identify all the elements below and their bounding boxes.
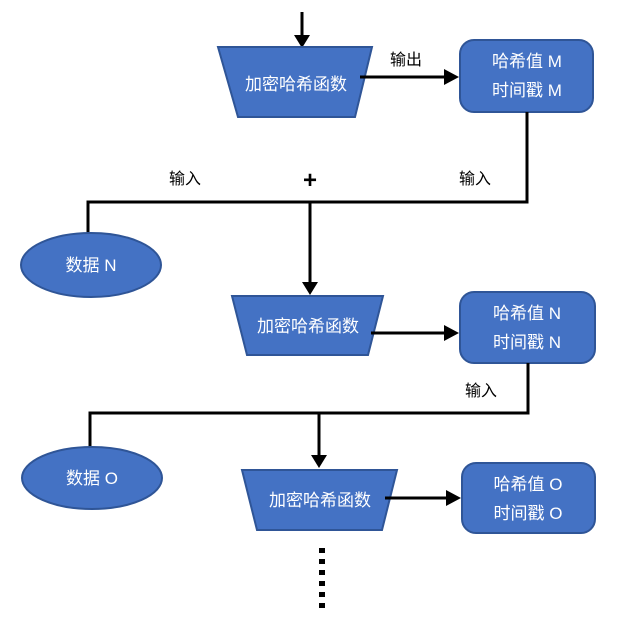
hash-value-m-box xyxy=(459,39,594,113)
hash-function-1-trapezoid xyxy=(216,46,374,118)
edge-label-input-n: 输入 xyxy=(465,382,497,400)
data-n-label: 数据 N xyxy=(66,256,117,275)
hash-value-m-line1: 哈希值 M xyxy=(492,52,562,71)
hash-function-1-label: 加密哈希函数 xyxy=(245,75,347,94)
edge-label-input-right: 输入 xyxy=(459,170,491,188)
hash-function-3-trapezoid xyxy=(240,469,399,531)
connector-n-to-row3 xyxy=(88,363,530,448)
hash-function-2-trapezoid xyxy=(230,295,385,356)
connector-m-to-row2 xyxy=(86,112,529,233)
edge-output-m-arrowhead-icon xyxy=(444,69,459,85)
hash-value-o-line1: 哈希值 O xyxy=(494,475,563,494)
edge-label-input-left: 输入 xyxy=(169,170,201,188)
hash-value-n-box xyxy=(459,291,596,364)
hash-value-n-line2: 时间戳 N xyxy=(493,333,561,352)
hash-value-m-line2: 时间戳 M xyxy=(492,81,562,100)
edge-to-hash-function-2-arrowhead-icon xyxy=(302,282,318,295)
edge-to-hash-function-3-arrowhead-icon xyxy=(311,455,327,468)
hash-value-n-line1: 哈希值 N xyxy=(493,304,561,323)
hash-function-2-label: 加密哈希函数 xyxy=(257,317,359,336)
entry-arrowhead-icon xyxy=(294,35,310,48)
edge-label-output-m: 输出 xyxy=(390,51,422,69)
edge-to-hash-value-n-arrowhead-icon xyxy=(444,325,459,341)
hash-value-o-line2: 时间戳 O xyxy=(494,504,563,523)
data-n-ellipse xyxy=(20,232,162,298)
hash-function-3-label: 加密哈希函数 xyxy=(269,491,371,510)
data-o-ellipse xyxy=(21,446,163,510)
edge-label-plus: + xyxy=(303,167,317,194)
hash-value-o-box xyxy=(461,462,596,534)
data-o-label: 数据 O xyxy=(66,469,118,488)
edge-to-hash-value-o-arrowhead-icon xyxy=(446,490,461,506)
continuation-ellipsis-icon xyxy=(319,548,325,608)
